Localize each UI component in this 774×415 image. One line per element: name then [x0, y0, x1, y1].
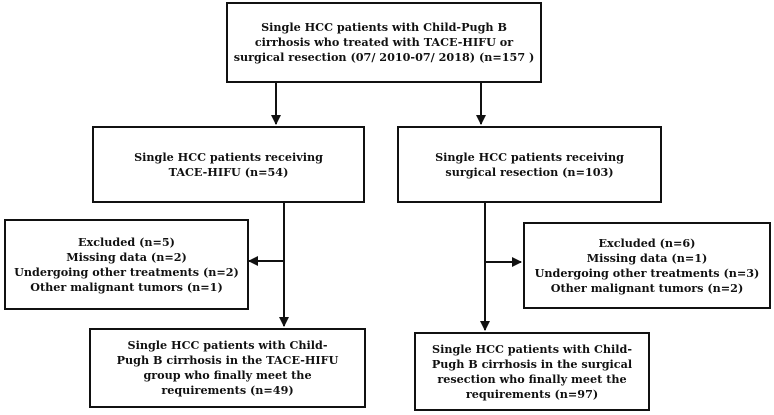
left-group-box: Single HCC patients receiving TACE-HIFU … — [92, 126, 365, 203]
left-excluded-line-2: Missing data (n=2) — [66, 249, 187, 264]
left-excluded-line-4: Other malignant tumors (n=1) — [30, 279, 223, 294]
left-final-line-1: Single HCC patients with Child- — [127, 338, 328, 352]
right-final-line-4: requirements (n=97) — [465, 386, 599, 401]
right-group-line-1: Single HCC patients receiving — [435, 149, 624, 164]
right-excluded-box: Excluded (n=6) Missing data (n=1) Underg… — [523, 222, 771, 309]
right-excluded-line-1: Excluded (n=6) — [598, 235, 696, 250]
left-excluded-box: Excluded (n=5) Missing data (n=2) Underg… — [4, 219, 249, 310]
left-final-box: Single HCC patients with Child- Pugh B c… — [89, 328, 366, 408]
left-final-line-4: requirements (n=49) — [161, 383, 294, 397]
right-group-line-2: surgical resection (n=103) — [445, 164, 614, 179]
top-line-3: surgical resection (07/ 2010-07/ 2018) (… — [233, 50, 535, 64]
left-group-line-1: Single HCC patients receiving — [134, 149, 323, 164]
left-excluded-line-3: Undergoing other treatments (n=2) — [14, 264, 239, 279]
left-final-line-2: Pugh B cirrhosis in the TACE-HIFU — [116, 353, 339, 367]
top-box: Single HCC patients with Child-Pugh B ci… — [226, 2, 542, 83]
right-group-box: Single HCC patients receiving surgical r… — [397, 126, 662, 203]
right-final-box: Single HCC patients with Child- Pugh B c… — [414, 332, 650, 411]
top-line-1: Single HCC patients with Child-Pugh B — [261, 20, 507, 34]
left-final-line-3: group who finally meet the — [143, 368, 312, 382]
right-excluded-line-3: Undergoing other treatments (n=3) — [534, 265, 760, 280]
left-group-line-2: TACE-HIFU (n=54) — [168, 164, 289, 179]
right-excluded-line-2: Missing data (n=1) — [586, 250, 708, 265]
left-excluded-line-1: Excluded (n=5) — [78, 234, 175, 249]
right-final-line-3: resection who finally meet the — [437, 371, 627, 386]
right-final-line-1: Single HCC patients with Child- — [431, 341, 632, 356]
right-excluded-line-4: Other malignant tumors (n=2) — [550, 280, 744, 295]
top-line-2: cirrhosis who treated with TACE-HIFU or — [254, 35, 514, 49]
right-final-line-2: Pugh B cirrhosis in the surgical — [431, 356, 633, 371]
